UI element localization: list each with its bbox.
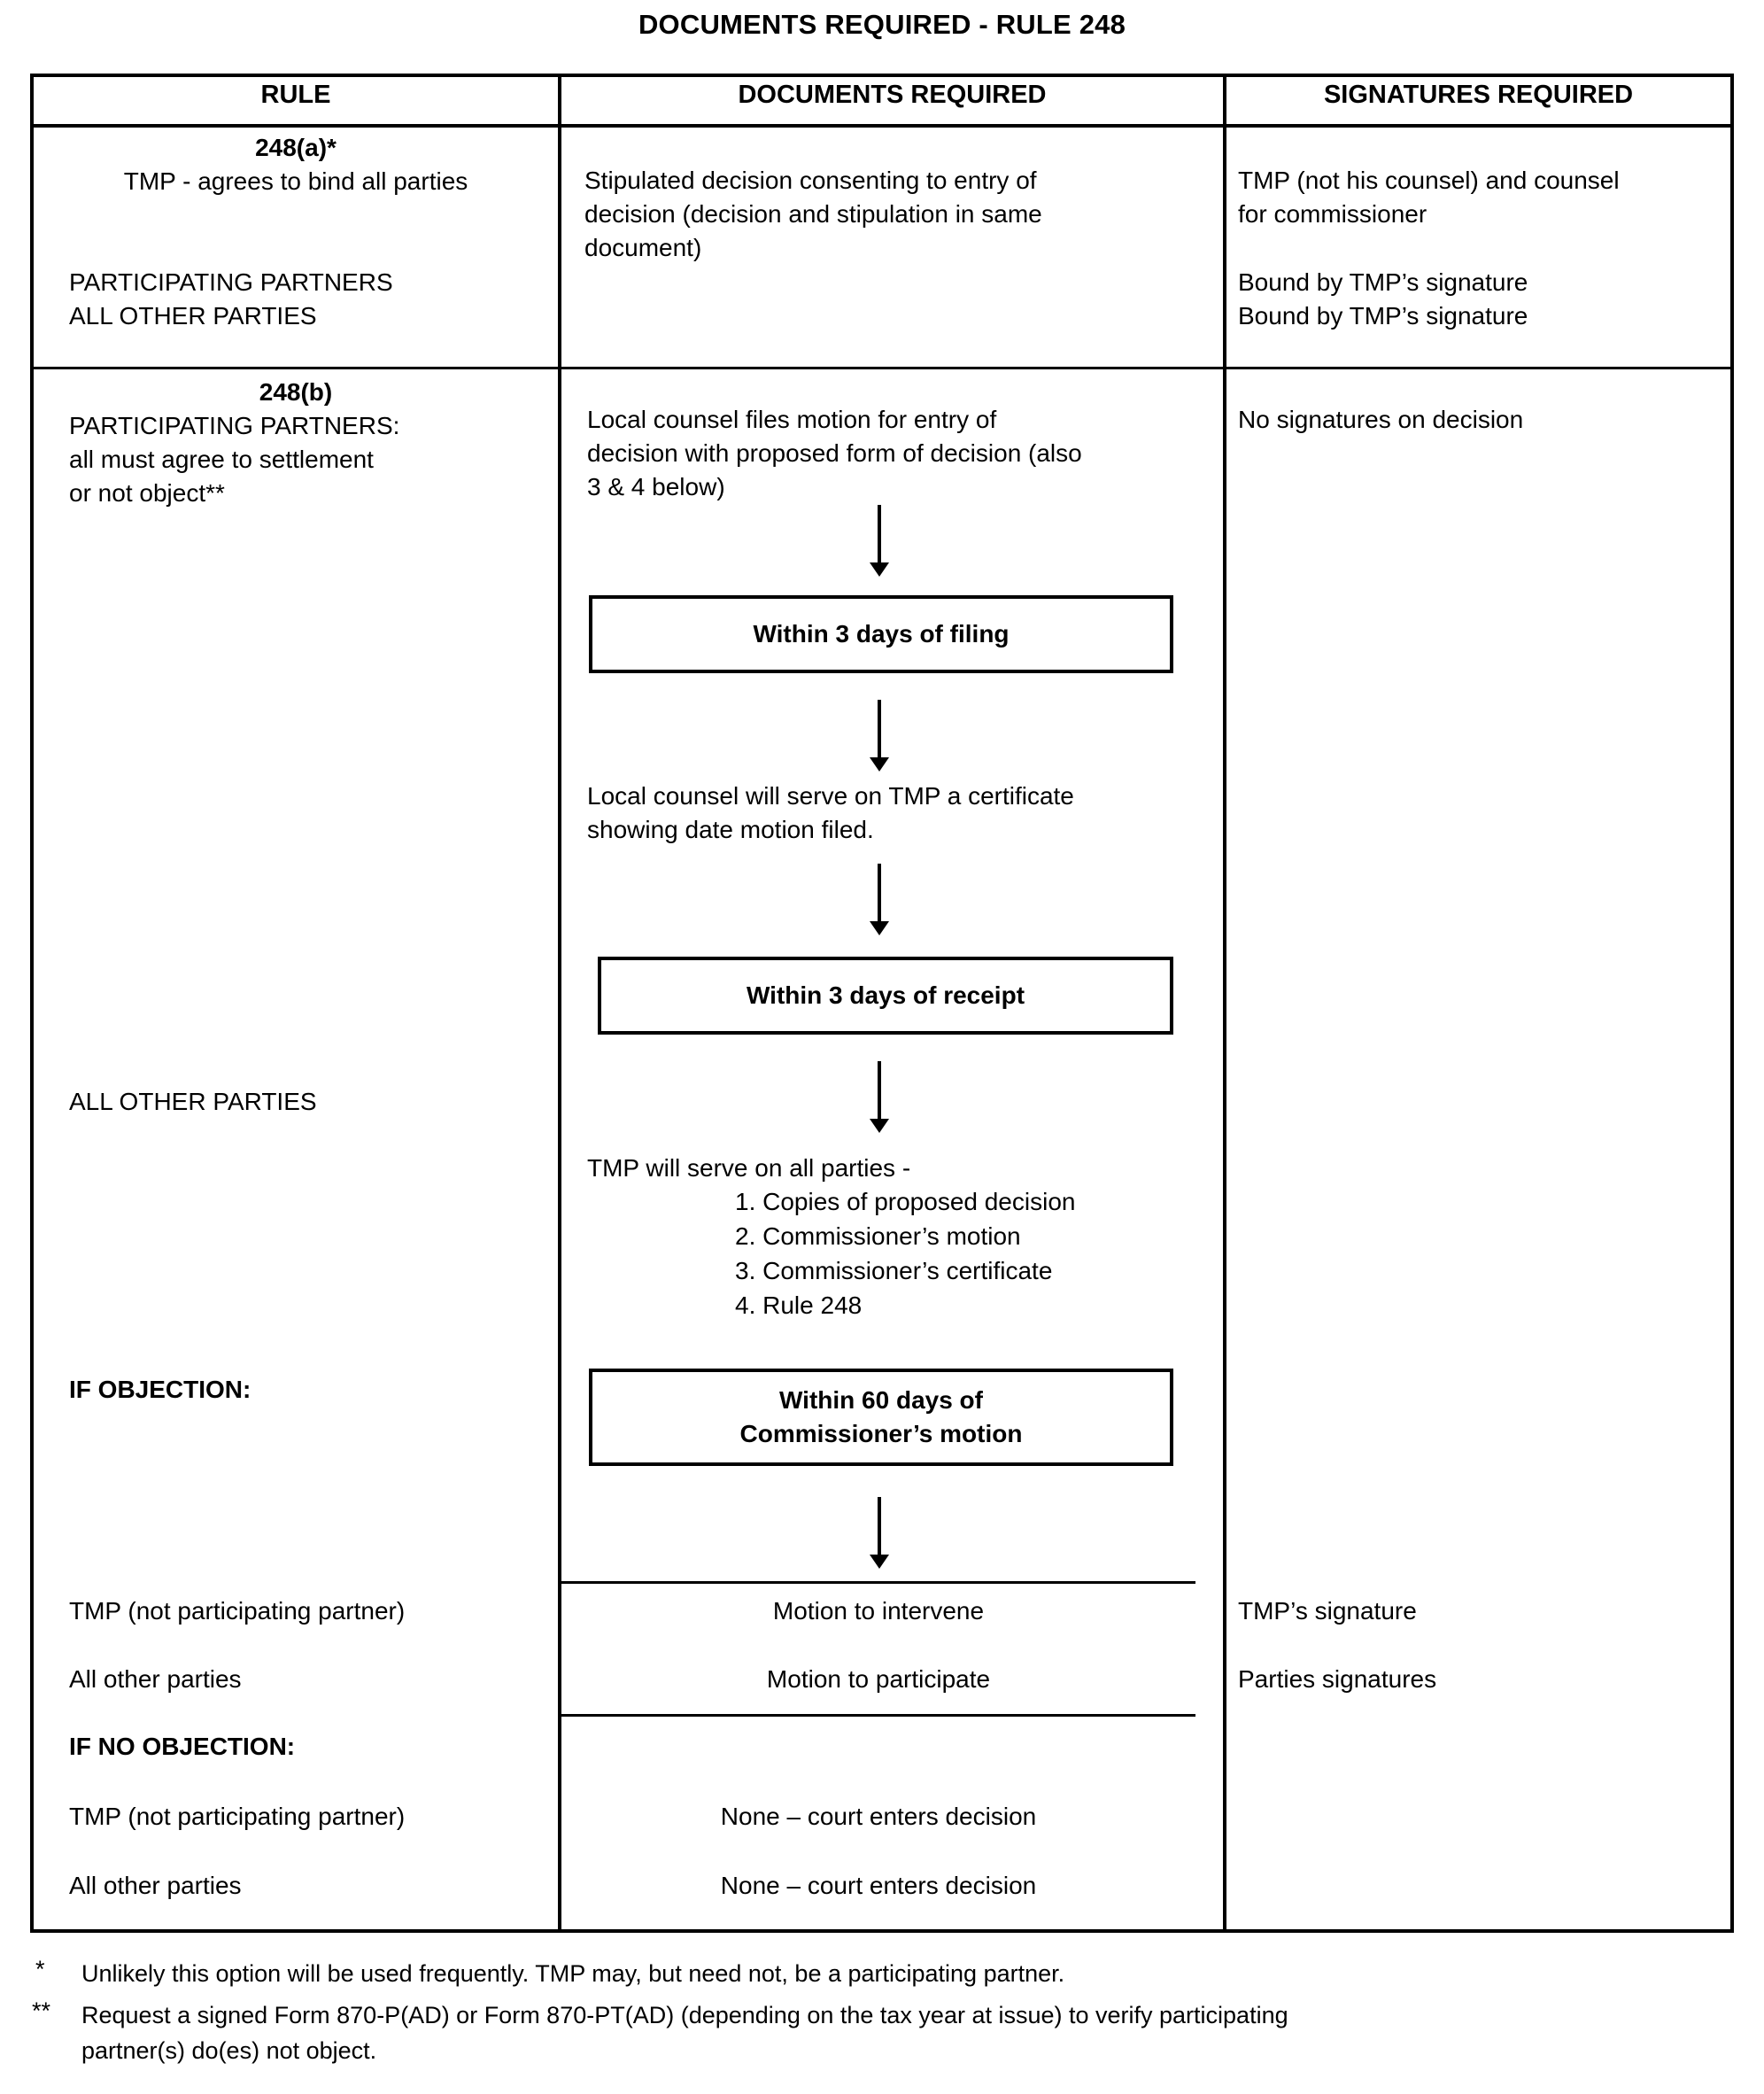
rule-248b-if-no-objection-label: IF NO OBJECTION: bbox=[69, 1733, 296, 1760]
documents-248b-step-3-item-3: 3. Commissioner’s certificate bbox=[735, 1257, 1053, 1284]
documents-objection-bottom-rule bbox=[561, 1714, 1195, 1717]
documents-248b-step-3-intro: TMP will serve on all parties - bbox=[587, 1154, 911, 1182]
rule-248a-tmp-line: TMP - agrees to bind all parties bbox=[123, 167, 468, 195]
documents-248b-motion-to-participate: Motion to participate bbox=[766, 1665, 991, 1693]
signatures-248b-parties-signatures: Parties signatures bbox=[1238, 1665, 1437, 1693]
flow-arrow-3 bbox=[878, 864, 881, 924]
footnote-1-text: Unlikely this option will be used freque… bbox=[81, 1960, 1065, 1987]
flow-arrow-5 bbox=[878, 1497, 881, 1557]
row-separator-line bbox=[30, 367, 1734, 369]
rule-248b-if-objection-all-other: All other parties bbox=[69, 1665, 242, 1693]
signatures-248a-bound-participating: Bound by TMP’s signature bbox=[1238, 268, 1528, 296]
rule-248b-all-other-parties: ALL OTHER PARTIES bbox=[69, 1088, 317, 1115]
rule-248b-if-no-objection-tmp: TMP (not participating partner) bbox=[69, 1803, 406, 1830]
rule-248a-all-other-parties: ALL OTHER PARTIES bbox=[69, 302, 317, 330]
rule-248b-if-objection-label: IF OBJECTION: bbox=[69, 1376, 251, 1403]
header-separator-line bbox=[30, 124, 1734, 128]
page-title: DOCUMENTS REQUIRED - RULE 248 bbox=[638, 9, 1126, 40]
signatures-248b-tmp-signature: TMP’s signature bbox=[1238, 1597, 1417, 1625]
documents-248b-step-1: Local counsel files motion for entry of … bbox=[587, 406, 1082, 500]
signatures-248b-no-signatures: No signatures on decision bbox=[1238, 406, 1524, 433]
footnote-2-text: Request a signed Form 870-P(AD) or Form … bbox=[81, 2002, 1288, 2064]
column-header-signatures-required: SIGNATURES REQUIRED bbox=[1323, 81, 1634, 109]
column-divider-rule-documents bbox=[558, 74, 561, 1933]
documents-objection-top-rule bbox=[561, 1581, 1195, 1584]
documents-248a-text: Stipulated decision consenting to entry … bbox=[584, 167, 1042, 261]
documents-248b-step-3-item-1: 1. Copies of proposed decision bbox=[735, 1188, 1076, 1215]
flow-arrow-1 bbox=[878, 505, 881, 565]
footnote-1-marker: * bbox=[35, 1956, 45, 1982]
documents-248b-motion-to-intervene: Motion to intervene bbox=[772, 1597, 985, 1625]
documents-248b-none-court-enters-decision-all: None – court enters decision bbox=[720, 1872, 1037, 1899]
documents-248b-step-3-item-2: 2. Commissioner’s motion bbox=[735, 1222, 1021, 1250]
rule-248a-participating-partners: PARTICIPATING PARTNERS bbox=[69, 268, 393, 296]
documents-248b-none-court-enters-decision-tmp: None – court enters decision bbox=[720, 1803, 1037, 1830]
signatures-248a-counsel: TMP (not his counsel) and counsel for co… bbox=[1238, 167, 1620, 228]
column-divider-documents-signatures bbox=[1223, 74, 1226, 1933]
rule-248b-if-objection-tmp: TMP (not participating partner) bbox=[69, 1597, 406, 1625]
documents-248b-step-2: Local counsel will serve on TMP a certif… bbox=[587, 782, 1074, 843]
flow-arrow-2 bbox=[878, 700, 881, 760]
documents-248b-step-3-item-4: 4. Rule 248 bbox=[735, 1291, 863, 1319]
footnote-2-marker: ** bbox=[32, 1997, 51, 2024]
column-header-documents-required: DOCUMENTS REQUIRED bbox=[738, 81, 1047, 109]
flow-arrow-4 bbox=[878, 1061, 881, 1121]
rule-248b-if-no-objection-all-other: All other parties bbox=[69, 1872, 242, 1899]
flow-box-within-60-days-of-commissioners-motion: Within 60 days of Commissioner’s motion bbox=[589, 1369, 1173, 1466]
rule-248-table bbox=[30, 74, 1734, 1933]
flow-box-within-3-days-of-receipt: Within 3 days of receipt bbox=[598, 957, 1173, 1035]
flow-box-within-3-days-of-filing: Within 3 days of filing bbox=[589, 595, 1173, 673]
rule-248a-heading: 248(a)* bbox=[255, 134, 337, 161]
column-header-rule: RULE bbox=[260, 81, 331, 109]
rule-248b-participating-partners-block: PARTICIPATING PARTNERS: all must agree t… bbox=[69, 412, 400, 507]
rule-248b-heading: 248(b) bbox=[259, 378, 333, 406]
signatures-248a-bound-all-other: Bound by TMP’s signature bbox=[1238, 302, 1528, 330]
